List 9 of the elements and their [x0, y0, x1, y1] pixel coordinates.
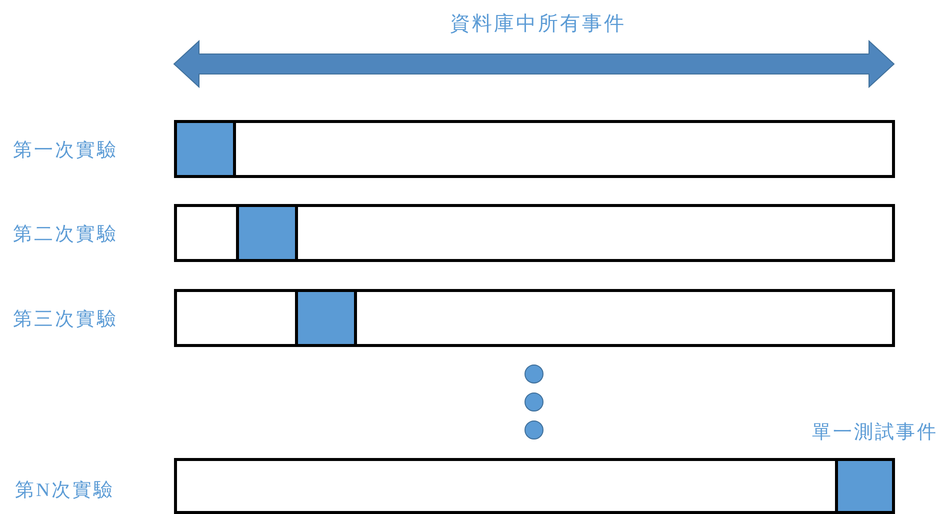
row-label: 第一次實驗 — [13, 139, 118, 163]
row-label: 單一測試事件 — [812, 421, 938, 445]
event-block — [295, 289, 357, 347]
range-label: 資料庫中所有事件 — [449, 12, 627, 37]
event-block — [236, 204, 298, 262]
event-block — [174, 120, 236, 178]
row-label: 第二次實驗 — [13, 223, 118, 247]
row-label: 第三次實驗 — [13, 308, 118, 332]
row-label: 第N次實驗 — [15, 479, 115, 503]
